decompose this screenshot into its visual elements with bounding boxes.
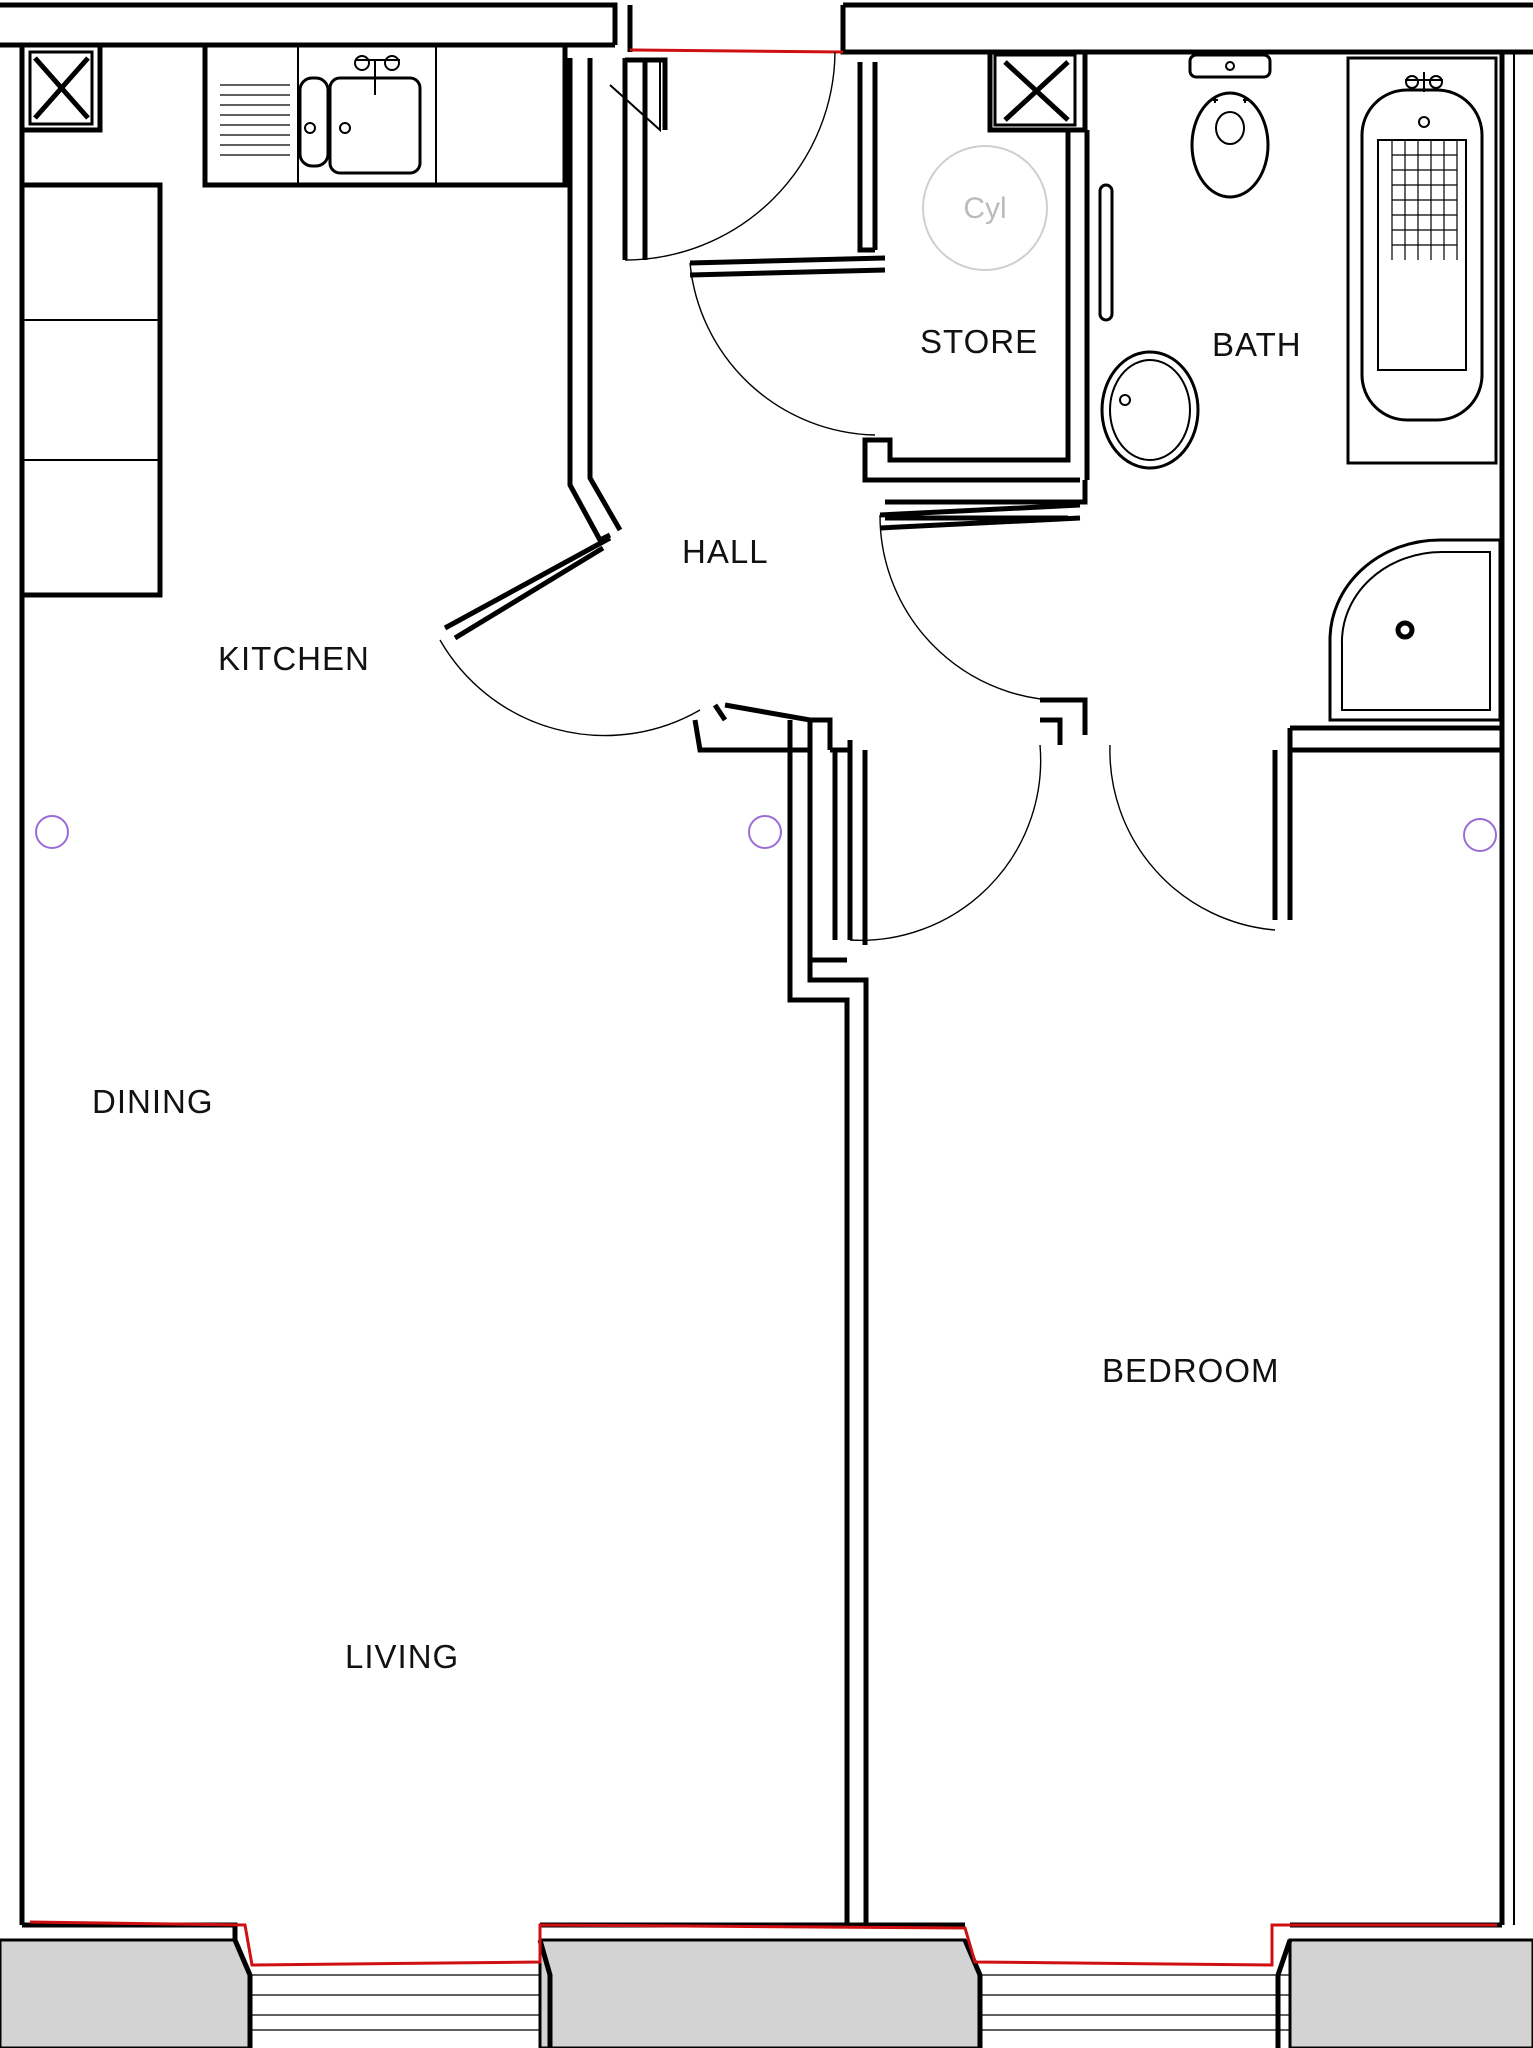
basin (1100, 350, 1200, 470)
internal-walls (19, 45, 1502, 980)
room-label-bedroom: BEDROOM (1102, 1352, 1280, 1389)
vent-markers (35, 815, 1497, 852)
radiator (1098, 183, 1114, 322)
extractor-box-store (993, 53, 1077, 127)
shower-tray (1328, 538, 1502, 722)
bath-tub (1346, 56, 1498, 465)
room-label-kitchen: KITCHEN (218, 640, 370, 677)
kitchen-sink (220, 55, 422, 175)
water-cylinder: Cyl (922, 145, 1048, 271)
windows (29, 48, 1497, 1967)
room-label-bath: BATH (1212, 326, 1302, 363)
extractor-box-kitchen (28, 50, 94, 126)
room-label-living: LIVING (345, 1638, 459, 1675)
cylinder-label: Cyl (963, 192, 1006, 225)
room-label-store: STORE (920, 323, 1038, 360)
room-label-hall: HALL (682, 533, 769, 570)
doors (439, 51, 1278, 942)
room-label-dining: DINING (92, 1083, 214, 1120)
toilet (1188, 53, 1272, 199)
room-labels: KITCHEN HALL STORE BATH DINING LIVING BE… (92, 323, 1302, 1675)
